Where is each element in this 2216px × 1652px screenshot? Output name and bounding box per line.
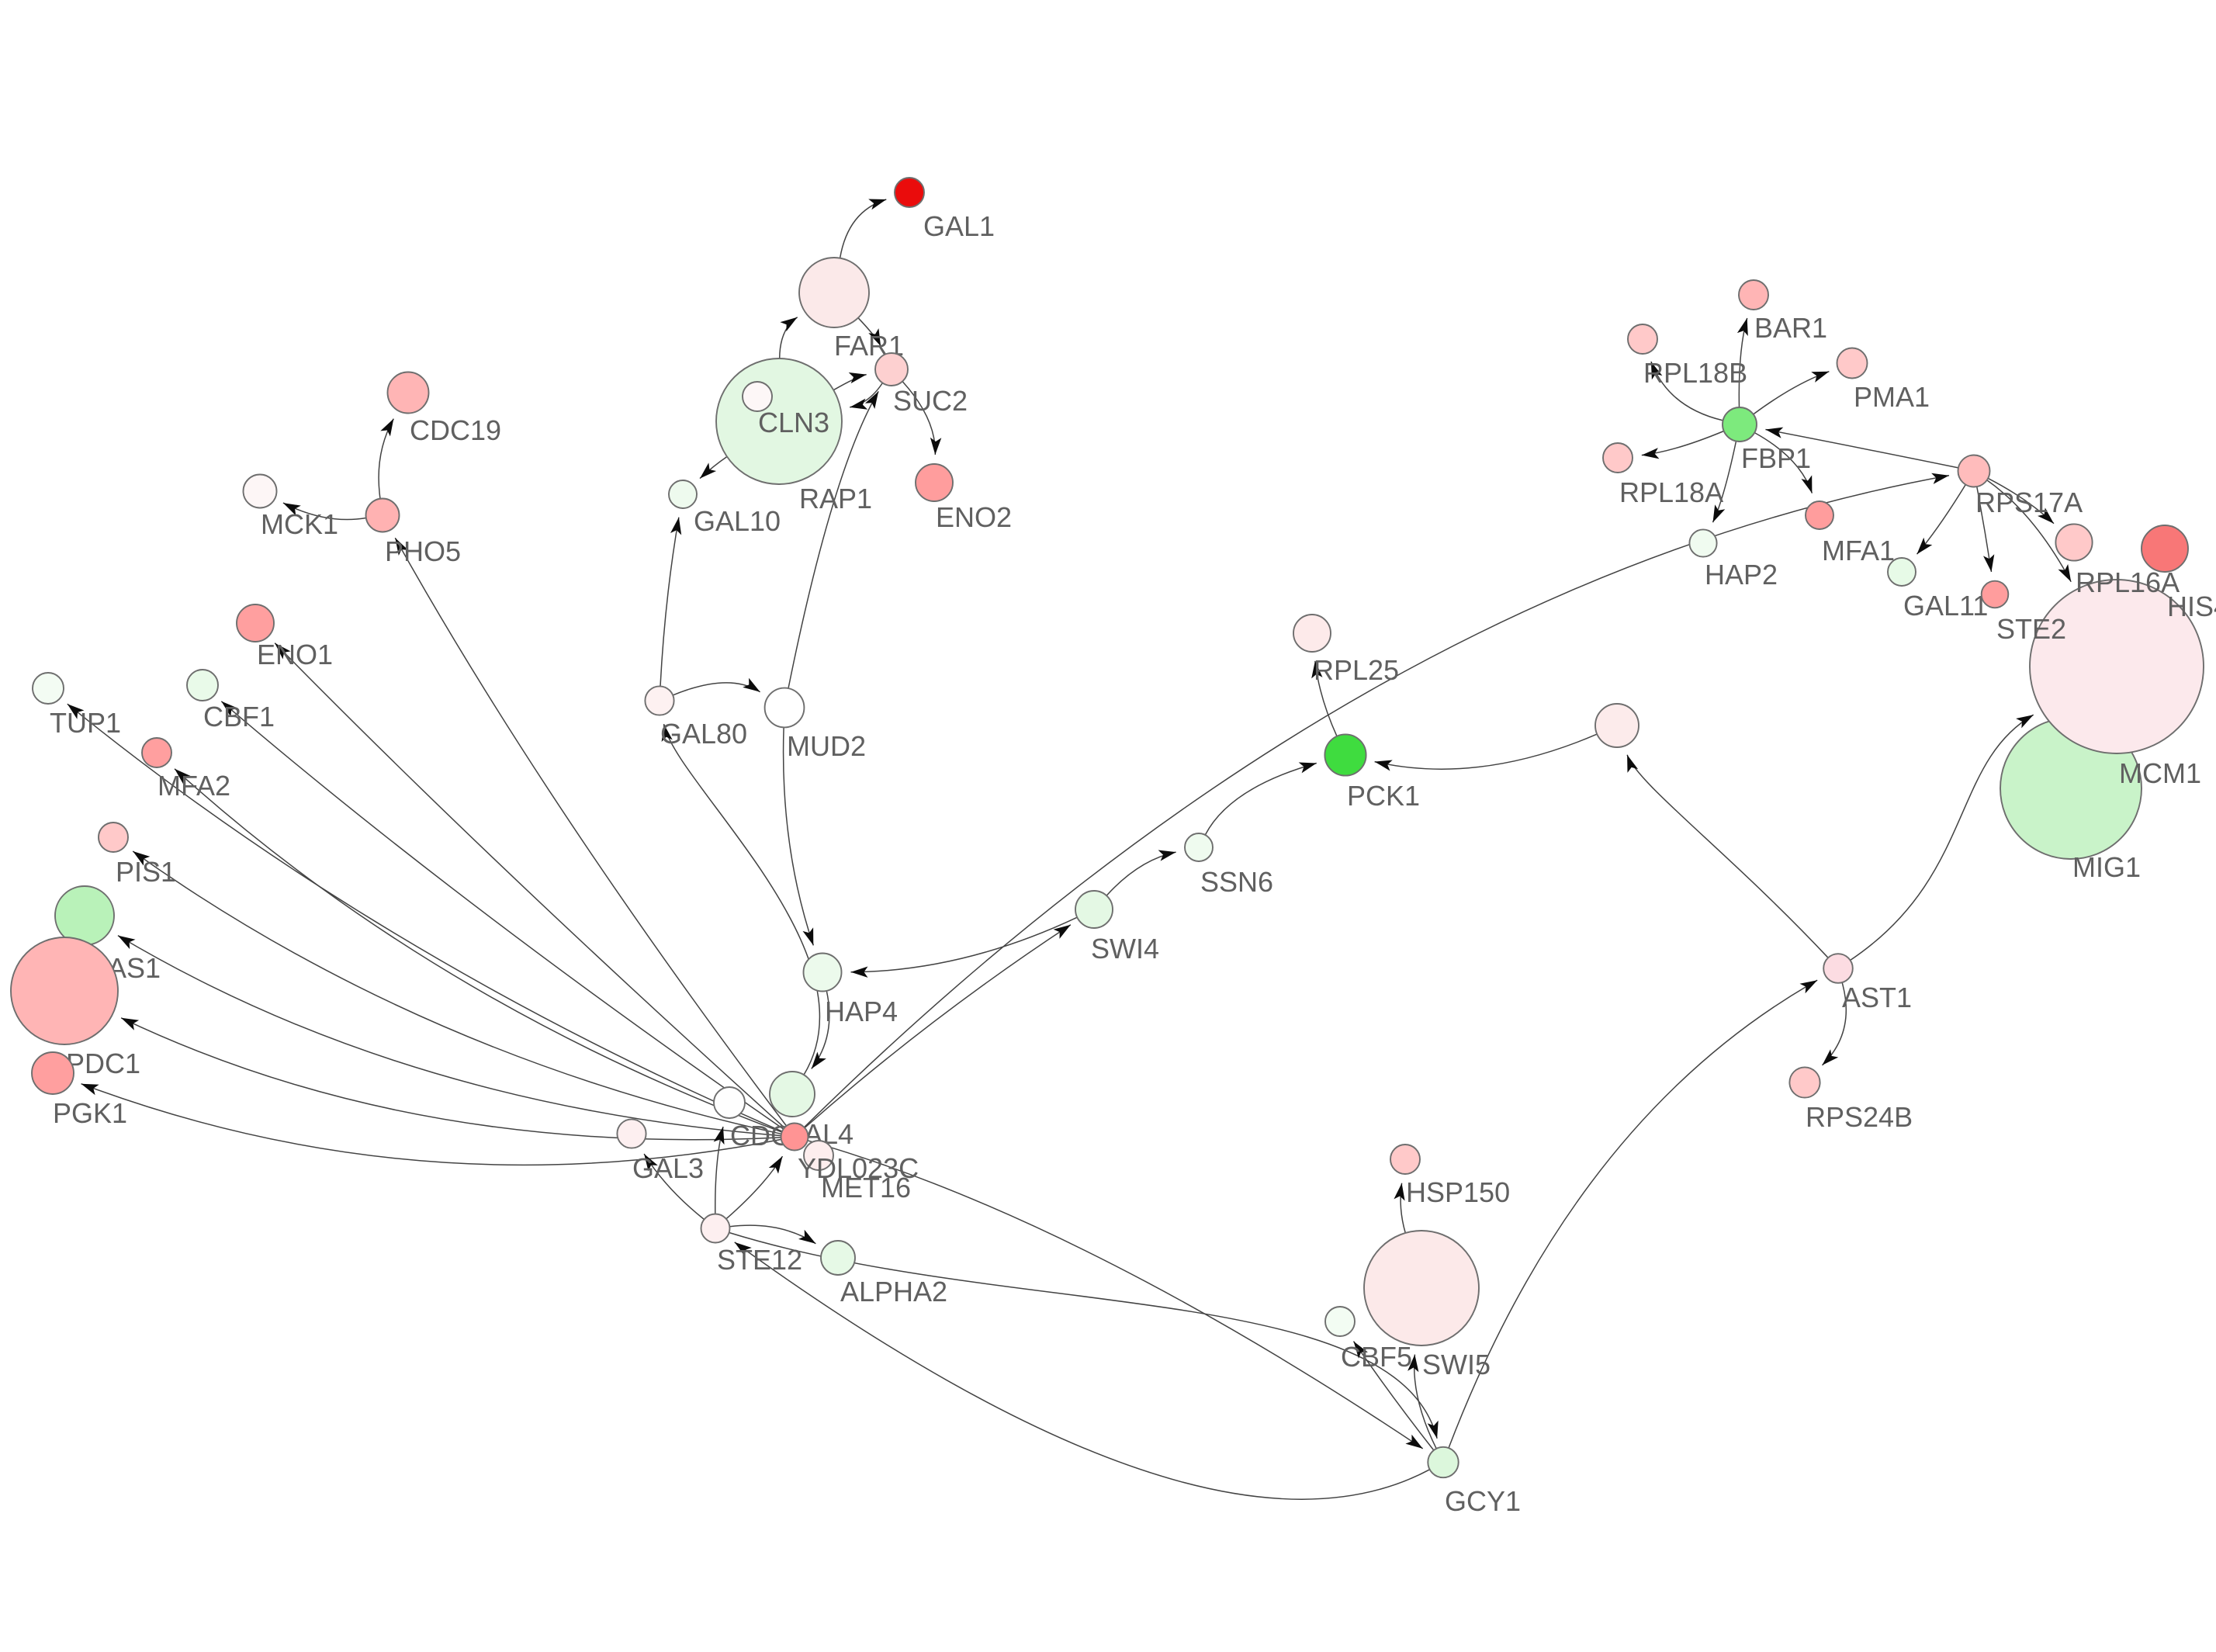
svg-text:RPS24B: RPS24B xyxy=(1806,1101,1913,1133)
svg-text:MFA1: MFA1 xyxy=(1822,535,1895,566)
svg-text:RAP1: RAP1 xyxy=(799,483,872,514)
svg-text:CDC19: CDC19 xyxy=(410,414,501,446)
svg-text:ENO1: ENO1 xyxy=(257,639,333,670)
svg-text:BAR1: BAR1 xyxy=(1754,312,1827,344)
svg-text:SUC2: SUC2 xyxy=(893,385,968,417)
svg-text:MFA2: MFA2 xyxy=(158,770,230,802)
svg-text:PHO5: PHO5 xyxy=(385,535,461,567)
svg-text:HAP2: HAP2 xyxy=(1705,559,1778,590)
svg-text:RPS17A: RPS17A xyxy=(1975,487,2083,518)
svg-text:PMA1: PMA1 xyxy=(1854,381,1930,413)
svg-text:FBP1: FBP1 xyxy=(1741,442,1811,474)
svg-text:STE2: STE2 xyxy=(1996,613,2066,645)
svg-text:RPL25: RPL25 xyxy=(1314,654,1399,686)
svg-text:PDC1: PDC1 xyxy=(66,1048,140,1079)
svg-text:GCY1: GCY1 xyxy=(1445,1485,1521,1517)
svg-text:MCM1: MCM1 xyxy=(2119,757,2201,789)
svg-text:HSP150: HSP150 xyxy=(1406,1176,1510,1208)
svg-text:CLN3: CLN3 xyxy=(758,407,829,438)
svg-text:GAL3: GAL3 xyxy=(632,1152,704,1184)
svg-text:MIG1: MIG1 xyxy=(2072,851,2141,883)
svg-text:CBF5: CBF5 xyxy=(1341,1341,1412,1373)
svg-text:HIS4: HIS4 xyxy=(2167,590,2216,622)
svg-text:ENO2: ENO2 xyxy=(936,501,1012,533)
svg-text:STE12: STE12 xyxy=(717,1244,802,1276)
svg-text:GAL11: GAL11 xyxy=(1903,590,1988,622)
svg-text:ALPHA2: ALPHA2 xyxy=(840,1276,947,1307)
svg-text:CBF1: CBF1 xyxy=(203,701,275,732)
svg-text:MUD2: MUD2 xyxy=(787,730,866,762)
svg-text:SWI4: SWI4 xyxy=(1091,933,1159,965)
svg-text:SWI5: SWI5 xyxy=(1422,1349,1491,1380)
svg-text:MCK1: MCK1 xyxy=(261,508,338,540)
svg-text:HAP4: HAP4 xyxy=(825,996,898,1027)
svg-text:AST1: AST1 xyxy=(1842,982,1912,1013)
svg-text:PCK1: PCK1 xyxy=(1347,780,1420,812)
svg-text:PIS1: PIS1 xyxy=(116,856,176,888)
svg-text:RPL18B: RPL18B xyxy=(1643,357,1747,389)
svg-text:RPL18A: RPL18A xyxy=(1619,476,1723,508)
svg-text:PGK1: PGK1 xyxy=(53,1097,127,1129)
svg-text:YDL023C: YDL023C xyxy=(798,1152,919,1184)
svg-text:MET16: MET16 xyxy=(821,1172,911,1204)
svg-text:GAL1: GAL1 xyxy=(923,210,995,242)
svg-text:GAL80: GAL80 xyxy=(660,718,747,750)
svg-text:TUP1: TUP1 xyxy=(50,707,121,739)
svg-text:SSN6: SSN6 xyxy=(1200,866,1273,898)
svg-text:GAL10: GAL10 xyxy=(694,505,781,537)
